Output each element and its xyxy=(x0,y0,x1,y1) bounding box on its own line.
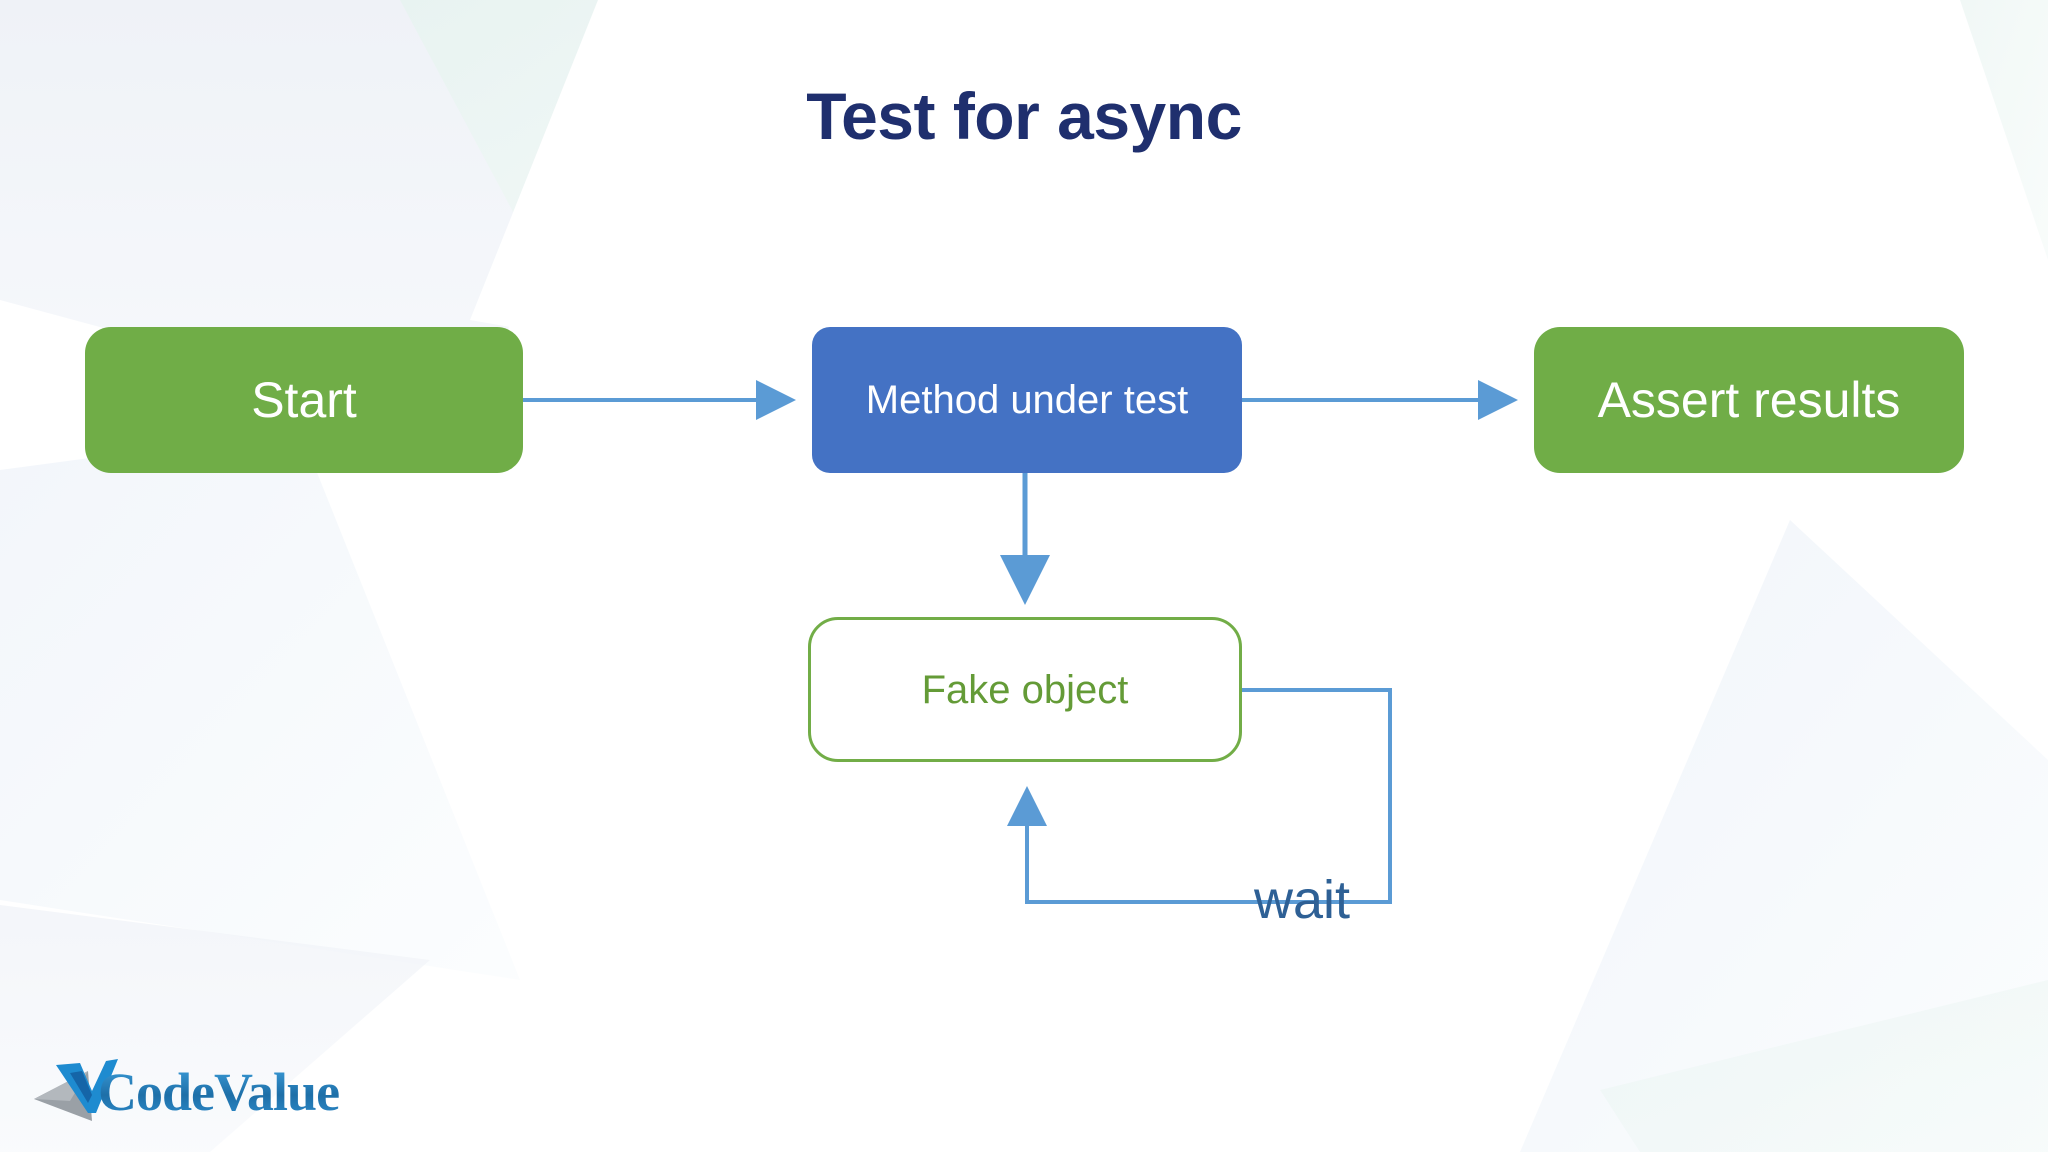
flow-node-start-label: Start xyxy=(251,371,357,428)
flow-node-assert-results-label: Assert results xyxy=(1597,371,1901,428)
flow-node-fake-object[interactable]: Fake object xyxy=(808,617,1242,762)
flow-node-method-under-test[interactable]: Method under test xyxy=(812,327,1242,473)
edge-fake-loop-wait xyxy=(1007,688,1392,904)
flow-node-fake-object-label: Fake object xyxy=(921,667,1129,712)
codevalue-logo-wordmark: CodeValue xyxy=(98,1062,340,1122)
flow-node-method-under-test-label: Method under test xyxy=(865,378,1189,422)
slide-title: Test for async xyxy=(806,79,1242,153)
edge-label-wait: wait xyxy=(1254,870,1351,930)
codevalue-logo: CodeValue xyxy=(30,1055,350,1133)
flow-node-assert-results[interactable]: Assert results xyxy=(1534,327,1964,473)
codevalue-logo-mark xyxy=(34,1059,118,1121)
flow-node-start[interactable]: Start xyxy=(85,327,523,473)
